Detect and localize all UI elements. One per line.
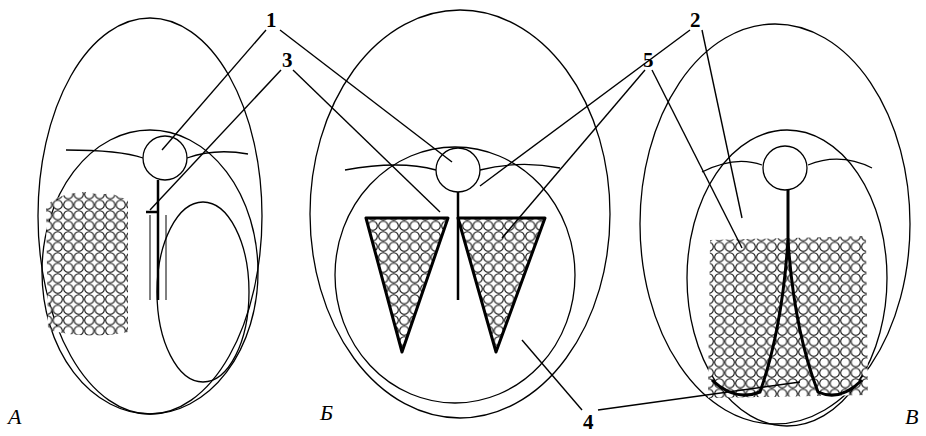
inner-outline — [42, 130, 258, 414]
callout-number: 4 — [583, 412, 594, 433]
egg-outline — [310, 10, 610, 418]
inner-outline — [687, 130, 887, 426]
figure-letter: В — [905, 406, 918, 428]
callout-number: 5 — [643, 50, 654, 71]
callout-number: 3 — [282, 50, 293, 71]
figure-letter: Б — [320, 402, 333, 424]
leader-line — [150, 30, 800, 410]
figure-letter: А — [8, 406, 21, 428]
egg-outline — [38, 18, 262, 414]
callout-number: 2 — [690, 10, 701, 31]
callout-number: 1 — [266, 10, 277, 31]
egg-outline — [640, 24, 910, 424]
inner-outline — [335, 147, 575, 403]
